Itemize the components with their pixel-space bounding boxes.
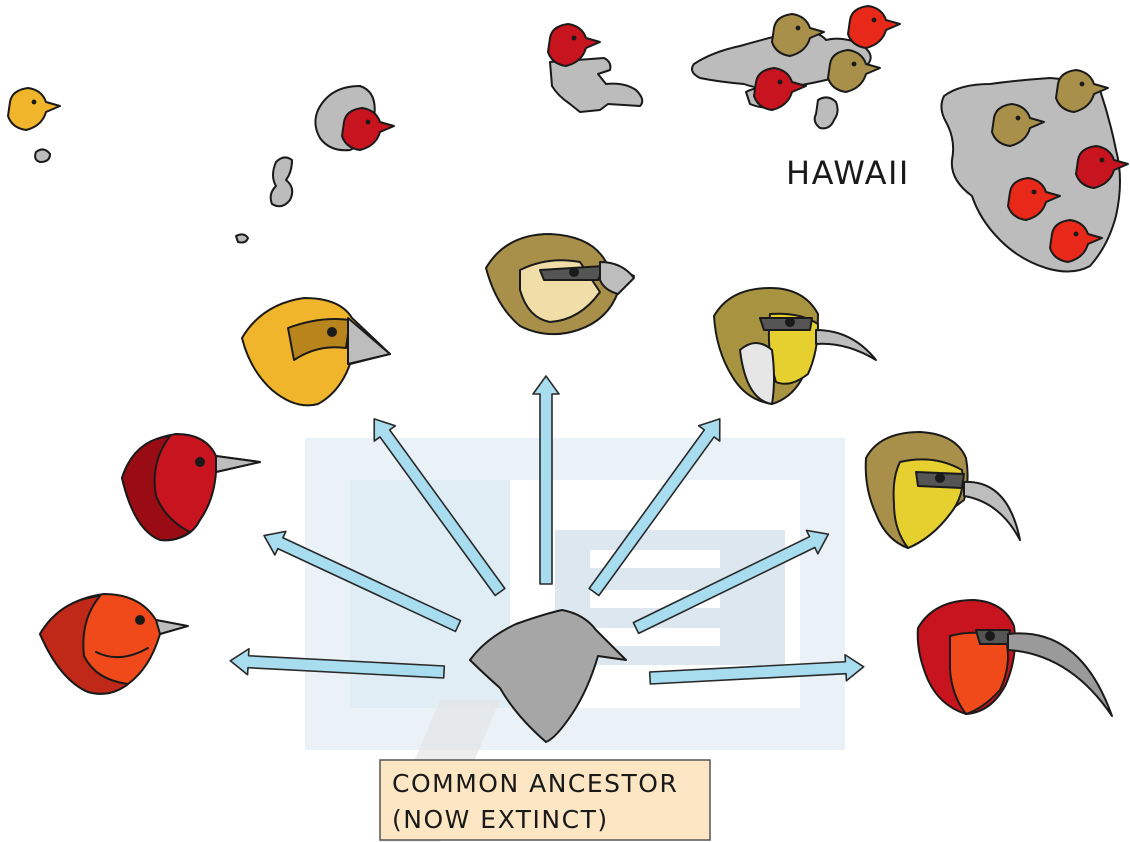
bird-head-red-orange (39, 593, 189, 695)
ancestor-label-line1: COMMON ANCESTOR (392, 769, 678, 798)
island-niihau (34, 148, 51, 163)
arrow-to-bird-7 (648, 653, 865, 685)
arrow-to-bird-2 (263, 530, 462, 633)
island-chain (34, 29, 1121, 273)
bird-head-yellow-curved (864, 431, 1021, 549)
island-kahoolawe (813, 96, 839, 130)
arrow-to-bird-3 (373, 418, 506, 597)
ancestor-bird-head (469, 609, 627, 743)
island-label: HAWAII (786, 154, 910, 192)
bird-head-olive-yellow (713, 287, 877, 405)
bird-head-yellow-finch (241, 297, 391, 407)
ancestor-label-box (379, 759, 711, 841)
arrow-to-bird-6 (632, 529, 830, 635)
bird-head-crimson (121, 433, 261, 542)
island-oahu-small (269, 156, 294, 208)
radiation-arrows (229, 375, 865, 685)
arrow-to-bird-1 (229, 647, 446, 679)
arrow-to-bird-4 (532, 375, 560, 585)
ancestor-label: COMMON ANCESTOR (NOW EXTINCT) (379, 759, 711, 841)
arrow-to-bird-5 (588, 418, 721, 597)
bird-head-olive-tan (485, 233, 635, 336)
bird-head-scarlet-sickle (916, 599, 1113, 717)
island-oahu (549, 57, 644, 113)
island-kaula (235, 233, 249, 244)
ancestor-label-line2: (NOW EXTINCT) (392, 805, 609, 834)
